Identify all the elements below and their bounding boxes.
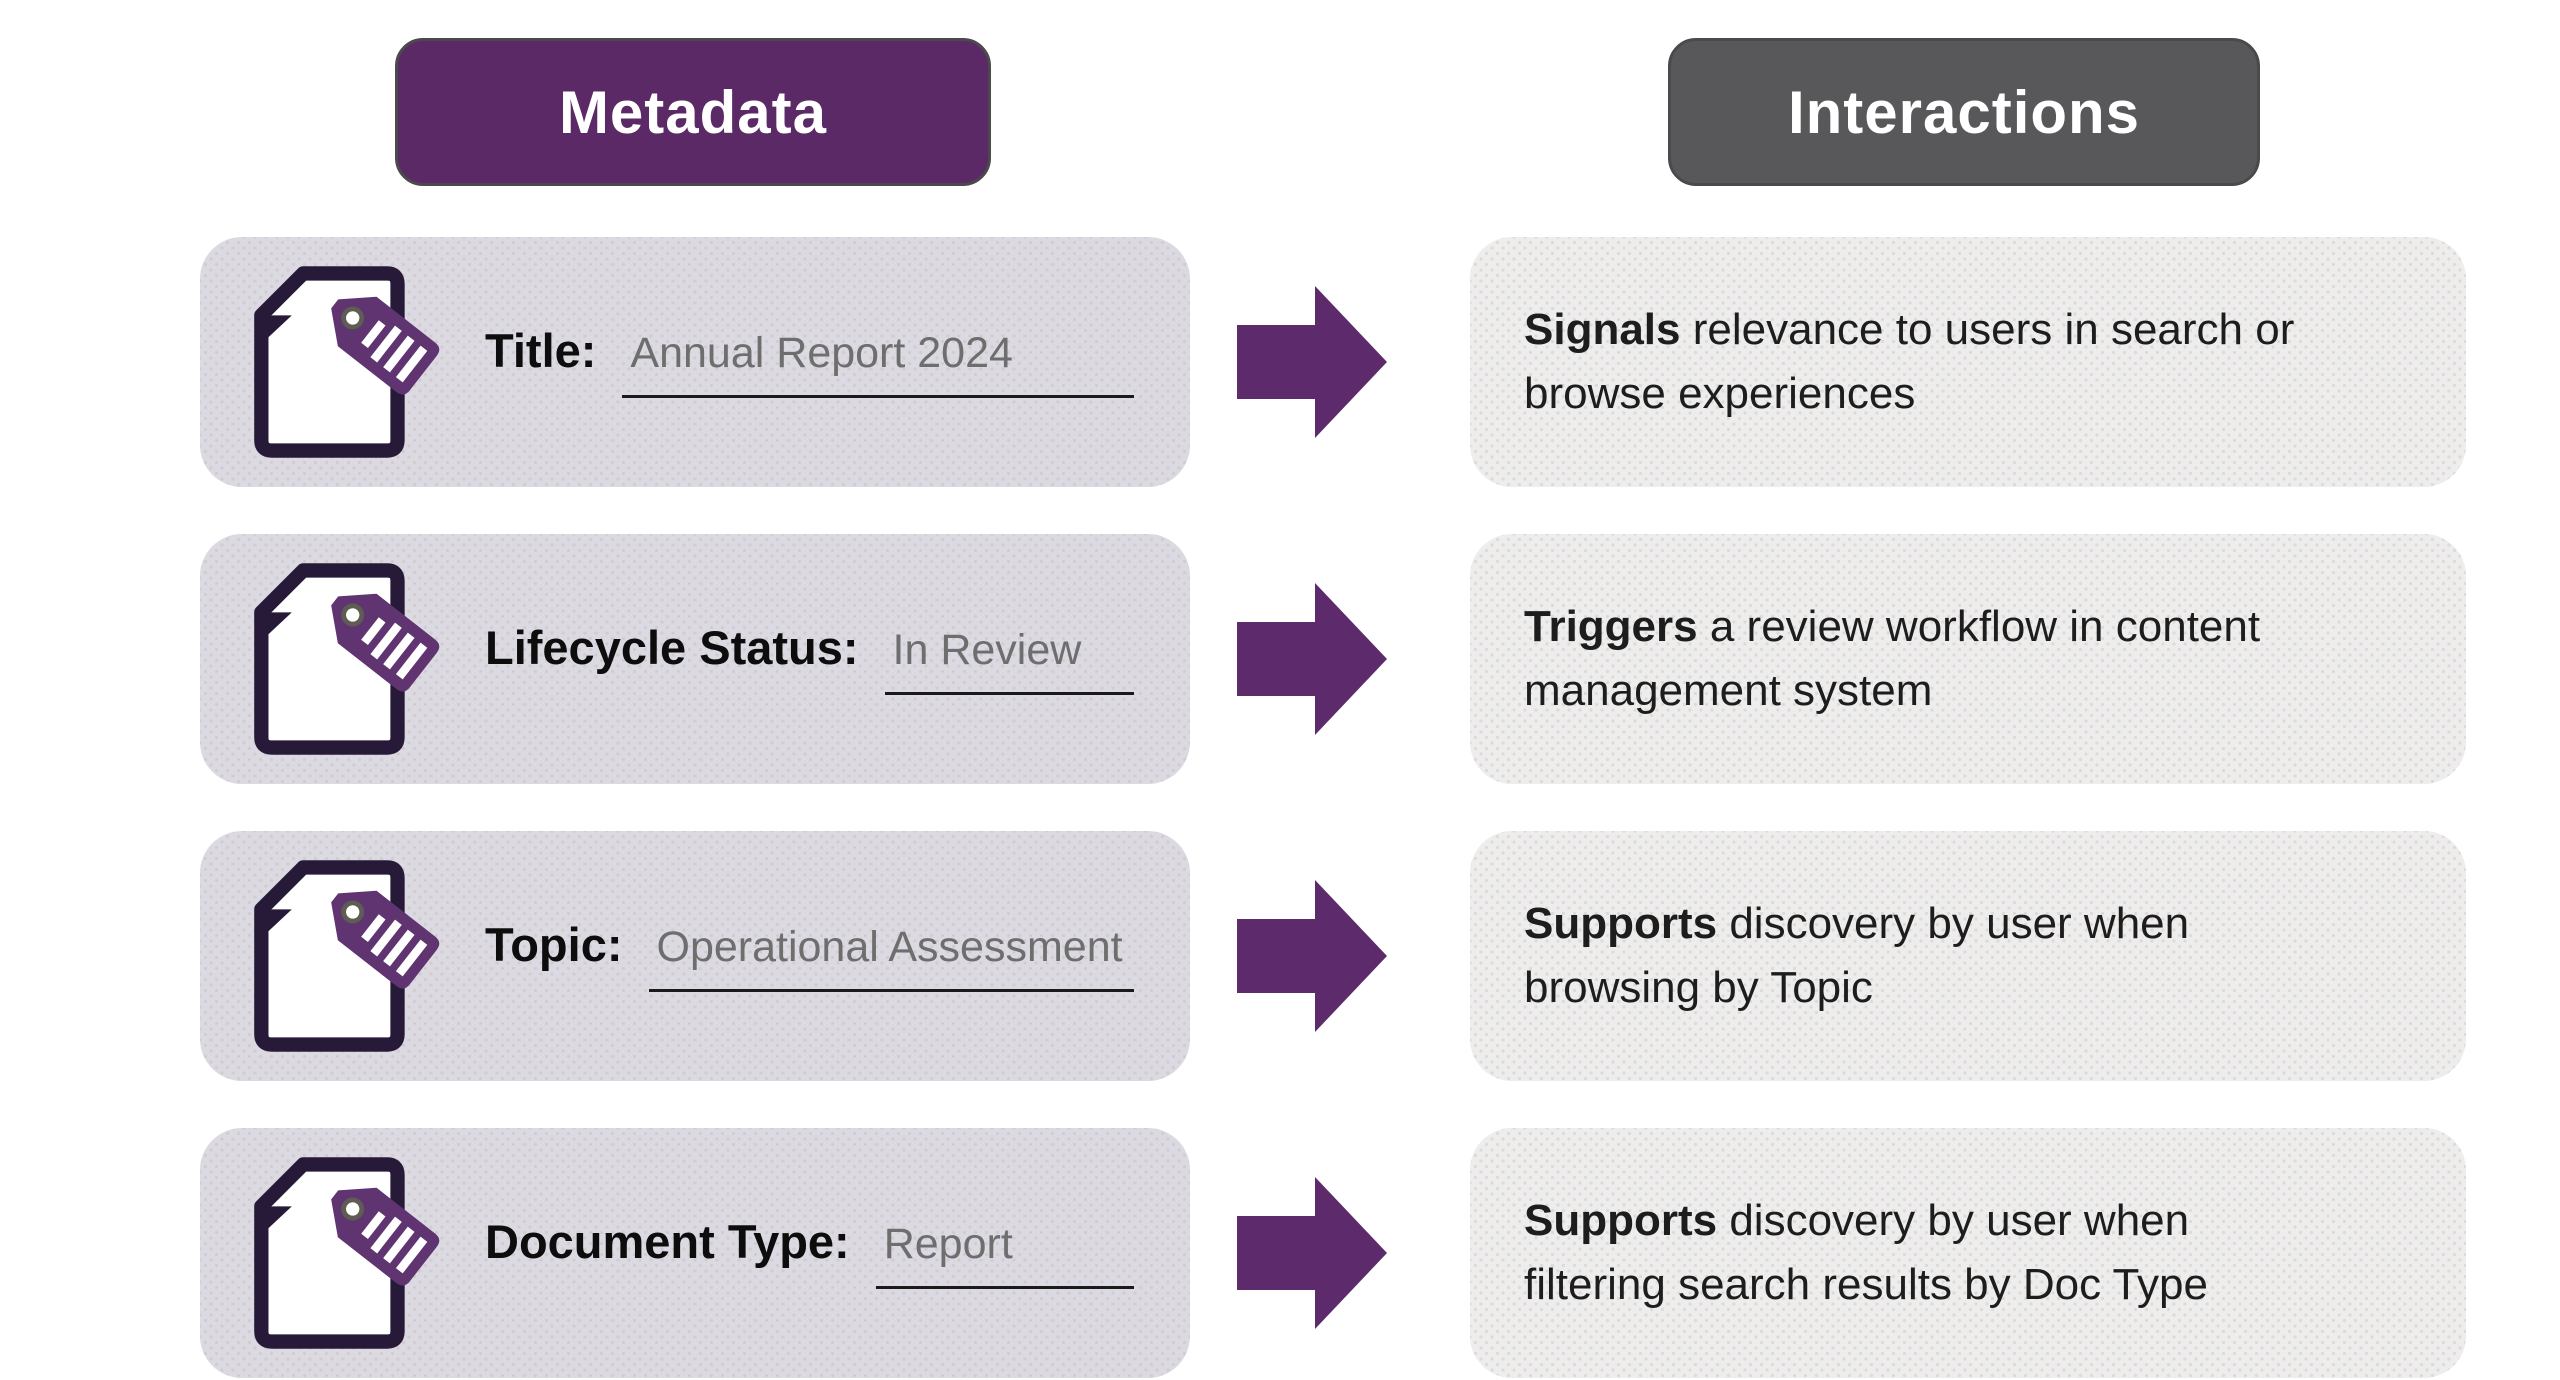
- interaction-card: Supports discovery by user when browsing…: [1470, 831, 2466, 1081]
- arrow-right-icon: [1237, 1177, 1387, 1329]
- page-corner-curl: [261, 315, 292, 344]
- interaction-lead-word: Supports: [1524, 899, 1718, 949]
- interaction-text: Supports discovery by user when filterin…: [1524, 1189, 2208, 1317]
- page-corner-curl: [261, 1206, 292, 1235]
- field-value-underline: Operational Assessment: [648, 923, 1134, 992]
- interaction-lead-word: Supports: [1524, 1196, 1718, 1246]
- field-value: Annual Report 2024: [630, 329, 1013, 377]
- metadata-row: Topic: Operational Assessment Supports d…: [0, 831, 2560, 1081]
- price-tag: [331, 1187, 440, 1286]
- interaction-lead-word: Signals: [1524, 305, 1681, 355]
- metadata-row: Lifecycle Status: In Review Triggers a r…: [0, 534, 2560, 784]
- tag-hole: [341, 1197, 365, 1221]
- page-corner-curl: [261, 612, 292, 641]
- price-tag: [331, 296, 440, 395]
- tag-hole: [341, 603, 365, 627]
- metadata-header-pill: Metadata: [395, 38, 991, 186]
- field-label: Topic:: [485, 918, 623, 971]
- price-tag: [331, 890, 440, 989]
- arrow-right-icon: [1237, 583, 1387, 735]
- document-tag-icon: [254, 860, 440, 1052]
- metadata-field-card: Title: Annual Report 2024: [200, 237, 1190, 487]
- field-value: Operational Assessment: [656, 923, 1123, 971]
- arrow-right-icon: [1237, 880, 1387, 1032]
- metadata-row: Document Type: Report Supports discovery…: [0, 1128, 2560, 1378]
- metadata-field-card: Topic: Operational Assessment: [200, 831, 1190, 1081]
- metadata-field: Document Type: Report: [485, 1214, 1134, 1289]
- interactions-header-pill: Interactions: [1668, 38, 2260, 186]
- field-value-underline: In Review: [884, 626, 1134, 695]
- document-tag-icon: [254, 563, 440, 755]
- field-label: Title:: [485, 324, 597, 377]
- field-value-underline: Annual Report 2024: [622, 329, 1134, 398]
- interaction-text: Triggers a review workflow in content ma…: [1524, 595, 2260, 723]
- metadata-field: Topic: Operational Assessment: [485, 917, 1134, 992]
- interaction-card: Supports discovery by user when filterin…: [1470, 1128, 2466, 1378]
- interaction-card: Triggers a review workflow in content ma…: [1470, 534, 2466, 784]
- field-value-underline: Report: [875, 1220, 1134, 1289]
- interaction-card: Signals relevance to users in search or …: [1470, 237, 2466, 487]
- interaction-text: Supports discovery by user when browsing…: [1524, 892, 2189, 1020]
- field-value: In Review: [892, 626, 1082, 674]
- interaction-description: discovery by user when filtering search …: [1524, 1196, 2208, 1309]
- rows-container: Title: Annual Report 2024 Signals releva…: [0, 237, 2560, 1380]
- interaction-text: Signals relevance to users in search or …: [1524, 298, 2294, 426]
- page-corner-curl: [261, 909, 292, 938]
- interaction-lead-word: Triggers: [1524, 602, 1698, 652]
- document-tag-icon: [254, 266, 440, 458]
- field-label: Document Type:: [485, 1215, 850, 1268]
- field-value: Report: [883, 1220, 1013, 1268]
- tag-hole: [341, 306, 365, 330]
- interaction-description: a review workflow in content management …: [1524, 602, 2261, 715]
- interaction-description: discovery by user when browsing by Topic: [1524, 899, 2190, 1012]
- metadata-field: Title: Annual Report 2024: [485, 323, 1134, 398]
- metadata-field-card: Lifecycle Status: In Review: [200, 534, 1190, 784]
- metadata-field: Lifecycle Status: In Review: [485, 620, 1134, 695]
- arrow-right-icon: [1237, 286, 1387, 438]
- metadata-field-card: Document Type: Report: [200, 1128, 1190, 1378]
- tag-hole: [341, 900, 365, 924]
- price-tag: [331, 593, 440, 692]
- metadata-row: Title: Annual Report 2024 Signals releva…: [0, 237, 2560, 487]
- interaction-description: relevance to users in search or browse e…: [1524, 305, 2295, 418]
- document-tag-icon: [254, 1157, 440, 1349]
- field-label: Lifecycle Status:: [485, 621, 859, 674]
